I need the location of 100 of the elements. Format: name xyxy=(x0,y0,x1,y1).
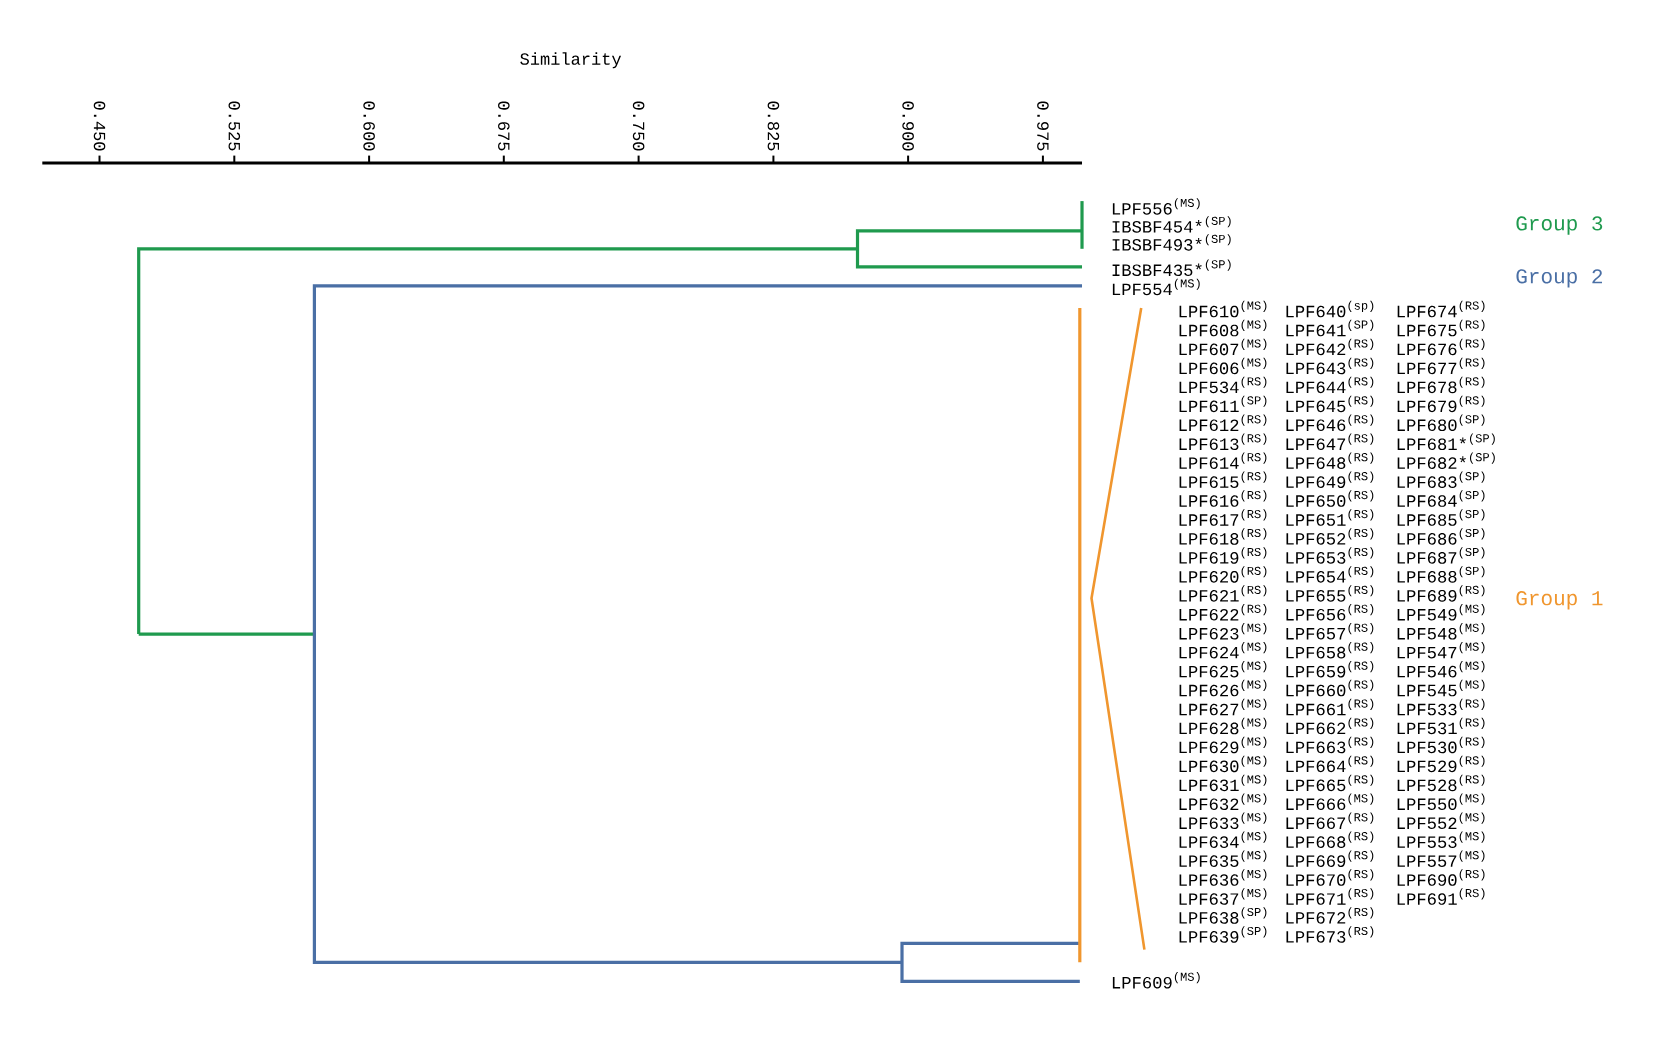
leaf-label: LPF686$^{(SP)}$ xyxy=(1397,528,1485,545)
leaf-label: LPF689$^{(RS)}$ xyxy=(1397,585,1485,602)
leaf-label: LPF635$^{(MS)}$ xyxy=(1179,850,1267,867)
leaf-label: LPF528$^{(RS)}$ xyxy=(1397,774,1485,792)
leaf-label: LPF620$^{(RS)}$ xyxy=(1179,566,1267,583)
leaf-label: LPF669$^{(RS)}$ xyxy=(1286,850,1374,867)
leaf-label: LPF549$^{(MS)}$ xyxy=(1397,604,1485,621)
leaf-label: LPF611$^{(SP)}$ xyxy=(1179,395,1267,413)
leaf-label: LPF683$^{(SP)}$ xyxy=(1397,471,1485,488)
leaf-label: LPF641$^{(SP)}$ xyxy=(1286,319,1374,337)
tick-label: 0.450 xyxy=(93,101,106,151)
leaf-label: LPF656$^{(RS)}$ xyxy=(1286,604,1374,621)
leaf-label: LPF636$^{(MS)}$ xyxy=(1179,869,1267,886)
leaf-label: LPF653$^{(RS)}$ xyxy=(1286,547,1374,564)
leaf-label: LPF630$^{(MS)}$ xyxy=(1179,755,1267,773)
leaf-label: LPF652$^{(RS)}$ xyxy=(1286,528,1374,545)
group-label: Group 1 xyxy=(1516,591,1603,610)
leaf-label: LPF644$^{(RS)}$ xyxy=(1286,376,1374,394)
leaf-label: LPF607$^{(MS)}$ xyxy=(1179,338,1267,356)
leaf-label: LPF655$^{(RS)}$ xyxy=(1286,585,1374,602)
leaf-label: LPF663$^{(RS)}$ xyxy=(1286,736,1374,754)
leaf-label: LPF684$^{(SP)}$ xyxy=(1397,490,1485,507)
leaf-label: LPF638$^{(SP)}$ xyxy=(1179,907,1267,924)
leaf-label: LPF667$^{(RS)}$ xyxy=(1286,812,1374,830)
leaf-label: LPF627$^{(MS)}$ xyxy=(1179,698,1267,716)
leaf-label: LPF647$^{(RS)}$ xyxy=(1286,433,1374,451)
leaf-label: IBSBF435*$^{(SP)}$ xyxy=(1112,259,1231,277)
leaf-label: LPF659$^{(RS)}$ xyxy=(1286,660,1374,678)
leaf-label: LPF675$^{(RS)}$ xyxy=(1397,319,1485,337)
leaf-label: LPF643$^{(RS)}$ xyxy=(1286,357,1374,375)
leaf-label: LPF646$^{(RS)}$ xyxy=(1286,414,1374,432)
axis-title: Similarity xyxy=(520,52,622,69)
tick-label: 0.750 xyxy=(632,101,645,151)
leaf-label: LPF639$^{(SP)}$ xyxy=(1179,926,1267,943)
tick-label: 0.600 xyxy=(363,101,375,151)
leaf-label: LPF687$^{(SP)}$ xyxy=(1397,547,1485,564)
leaf-label: LPF640$^{(sp)}$ xyxy=(1286,300,1374,318)
leaf-label: LPF614$^{(RS)}$ xyxy=(1179,452,1267,469)
leaf-label: LPF670$^{(RS)}$ xyxy=(1286,869,1374,886)
leaf-label: LPF661$^{(RS)}$ xyxy=(1286,698,1374,716)
leaf-label: LPF622$^{(RS)}$ xyxy=(1179,604,1267,621)
leaf-label: LPF658$^{(RS)}$ xyxy=(1286,641,1374,659)
leaf-label: LPF617$^{(RS)}$ xyxy=(1179,509,1267,526)
leaf-label: LPF610$^{(MS)}$ xyxy=(1179,300,1267,318)
leaf-label: LPF691$^{(RS)}$ xyxy=(1397,888,1485,905)
leaf-label: LPF547$^{(MS)}$ xyxy=(1397,641,1485,659)
leaf-label: LPF534$^{(RS)}$ xyxy=(1179,376,1267,394)
leaf-label: LPF674$^{(RS)}$ xyxy=(1397,300,1485,318)
leaf-label: LPF533$^{(RS)}$ xyxy=(1397,698,1485,716)
leaf-label: LPF665$^{(RS)}$ xyxy=(1286,774,1374,792)
leaf-label: LPF677$^{(RS)}$ xyxy=(1397,357,1485,375)
leaf-label: LPF678$^{(RS)}$ xyxy=(1397,376,1485,394)
leaf-label: LPF671$^{(RS)}$ xyxy=(1286,888,1374,905)
leaf-label: LPF531$^{(RS)}$ xyxy=(1397,717,1485,735)
leaf-label: LPF548$^{(MS)}$ xyxy=(1397,623,1485,640)
leaf-label: LPF612$^{(RS)}$ xyxy=(1179,414,1267,432)
leaf-label: LPF664$^{(RS)}$ xyxy=(1286,755,1374,773)
leaf-label: LPF550$^{(MS)}$ xyxy=(1397,793,1485,811)
leaf-label: LPF685$^{(SP)}$ xyxy=(1397,509,1485,526)
leaf-label: IBSBF454*$^{(SP)}$ xyxy=(1112,216,1231,233)
leaf-label: LPF651$^{(RS)}$ xyxy=(1286,509,1374,526)
leaf-label: LPF680$^{(SP)}$ xyxy=(1397,414,1485,432)
leaf-label: LPF634$^{(MS)}$ xyxy=(1179,831,1267,848)
tick-label: 0.675 xyxy=(498,101,510,151)
leaf-label: LPF618$^{(RS)}$ xyxy=(1179,528,1267,545)
leaf-label: LPF642$^{(RS)}$ xyxy=(1286,338,1374,356)
leaf-label: LPF660$^{(RS)}$ xyxy=(1286,679,1374,697)
leaf-label: LPF650$^{(RS)}$ xyxy=(1286,490,1374,507)
leaf-label: LPF690$^{(RS)}$ xyxy=(1397,869,1485,886)
leaf-label: LPF619$^{(RS)}$ xyxy=(1179,547,1267,564)
leaf-label: LPF645$^{(RS)}$ xyxy=(1286,395,1374,413)
leaf-label: LPF631$^{(MS)}$ xyxy=(1179,774,1267,792)
tick-label: 0.900 xyxy=(902,101,914,151)
leaf-label: LPF554$^{(MS)}$ xyxy=(1112,278,1200,296)
leaf-label: LPF621$^{(RS)}$ xyxy=(1179,585,1267,602)
leaf-label: IBSBF493*$^{(SP)}$ xyxy=(1112,234,1231,251)
leaf-label: LPF679$^{(RS)}$ xyxy=(1397,395,1485,413)
leaf-label: LPF608$^{(MS)}$ xyxy=(1179,319,1267,337)
leaf-label: LPF681*$^{(SP)}$ xyxy=(1397,433,1495,451)
leaf-label: LPF546$^{(MS)}$ xyxy=(1397,660,1485,678)
leaf-label: LPF672$^{(RS)}$ xyxy=(1286,907,1374,924)
leaf-label: LPF615$^{(RS)}$ xyxy=(1179,471,1267,488)
leaf-label: LPF623$^{(MS)}$ xyxy=(1179,623,1267,640)
leaf-label: LPF609$^{(MS)}$ xyxy=(1112,972,1200,989)
leaf-label: LPF557$^{(MS)}$ xyxy=(1397,850,1485,867)
leaf-label: LPF553$^{(MS)}$ xyxy=(1397,831,1485,848)
leaf-label: LPF545$^{(MS)}$ xyxy=(1397,679,1485,697)
leaf-label: LPF633$^{(MS)}$ xyxy=(1179,812,1267,830)
leaf-label: LPF654$^{(RS)}$ xyxy=(1286,566,1374,583)
leaf-label: LPF616$^{(RS)}$ xyxy=(1179,490,1267,507)
leaf-label: LPF628$^{(MS)}$ xyxy=(1179,717,1267,735)
leaf-label: LPF637$^{(MS)}$ xyxy=(1179,888,1267,905)
leaf-label: LPF657$^{(RS)}$ xyxy=(1286,623,1374,640)
leaf-label: LPF626$^{(MS)}$ xyxy=(1179,679,1267,697)
leaf-label: LPF629$^{(MS)}$ xyxy=(1179,736,1267,754)
leaf-label: LPF662$^{(RS)}$ xyxy=(1286,717,1374,735)
tick-label: 0.825 xyxy=(767,101,780,151)
leaf-label: LPF613$^{(RS)}$ xyxy=(1179,433,1267,451)
leaf-label: LPF668$^{(RS)}$ xyxy=(1286,831,1374,848)
leaf-label: LPF648$^{(RS)}$ xyxy=(1286,452,1374,469)
